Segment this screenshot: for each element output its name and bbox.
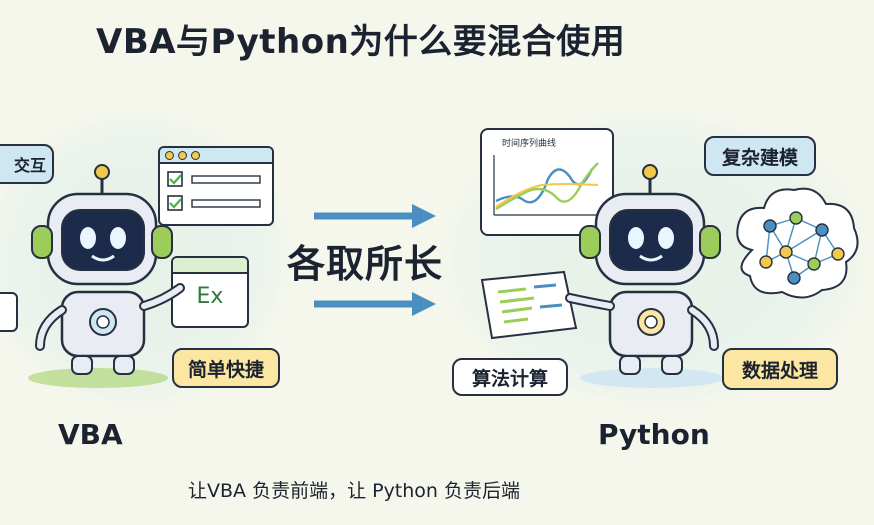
network-cloud-diagram xyxy=(736,187,859,299)
complex-modeling-badge: 复杂建模 xyxy=(704,136,816,176)
data-processing-badge: 数据处理 xyxy=(722,348,838,390)
left-edge-panel xyxy=(0,292,18,332)
checklist-window-titlebar xyxy=(160,148,272,164)
footer-caption: 让VBA 负责前端，让 Python 负责后端 xyxy=(188,480,521,502)
window-dot-icon xyxy=(165,150,174,160)
simple-fast-badge-text: 简单快捷 xyxy=(187,358,264,381)
complex-modeling-badge-text: 复杂建模 xyxy=(721,146,798,169)
time-series-chart-title: 时间序列曲线 xyxy=(502,139,557,149)
excel-window-titlebar xyxy=(173,258,247,274)
simple-fast-badge: 简单快捷 xyxy=(172,348,280,388)
time-series-chart-panel: 时间序列曲线 xyxy=(480,128,614,236)
algorithm-calc-badge: 算法计算 xyxy=(452,358,568,396)
checklist-content xyxy=(167,171,261,211)
center-slogan: 各取所长 xyxy=(287,242,444,286)
vba-label: VBA xyxy=(58,418,123,451)
excel-window: Ex xyxy=(171,256,249,328)
page-title: VBA与Python为什么要混合使用 xyxy=(96,22,626,62)
vba-robot xyxy=(28,164,185,388)
window-dot-icon xyxy=(178,150,187,160)
python-robot xyxy=(565,164,724,388)
window-dot-icon xyxy=(191,150,200,160)
checklist-window xyxy=(158,146,274,226)
data-processing-badge-text: 数据处理 xyxy=(741,359,818,382)
algorithm-calc-badge-text: 算法计算 xyxy=(471,367,548,390)
excel-window-text: Ex xyxy=(196,284,224,309)
tablet-data-panel xyxy=(480,270,578,340)
left-partial-bubble: 交互 xyxy=(0,144,54,184)
arrow-top-icon xyxy=(314,204,436,228)
left-partial-bubble-text: 交互 xyxy=(13,156,46,175)
arrow-bottom-icon xyxy=(314,292,436,316)
time-series-line-chart xyxy=(493,155,600,216)
python-label: Python xyxy=(598,418,710,451)
